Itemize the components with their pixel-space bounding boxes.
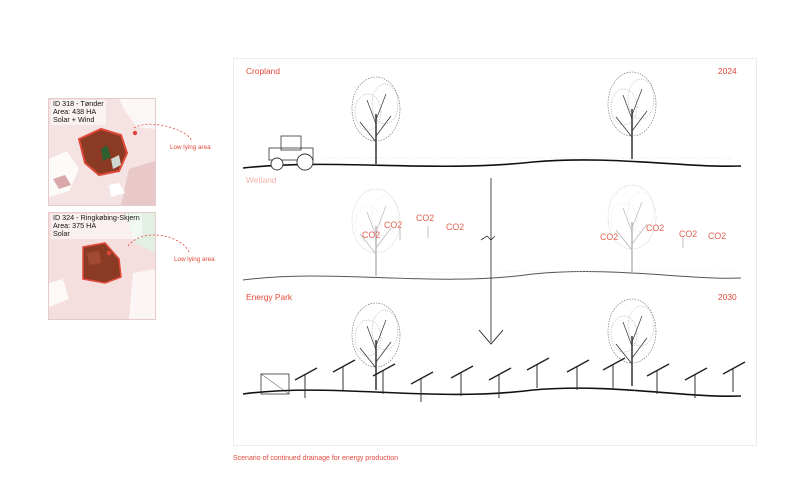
solar-panel [602, 357, 626, 389]
site-id: ID 318 - Tønder [53, 99, 104, 108]
low-lying-label: Low lying area [170, 144, 211, 151]
co2-label: CO2 [600, 232, 619, 242]
solar-panel [566, 359, 590, 391]
solar-panel [684, 367, 708, 399]
site-type: Solar [53, 229, 70, 239]
solar-panel [410, 371, 434, 403]
co2-label: CO2 [362, 230, 381, 240]
co2-label: CO2 [679, 229, 698, 239]
energy-park-ground [242, 387, 742, 397]
site-area: Area: 375 HA [53, 221, 97, 231]
site-type: Solar + Wind [53, 115, 95, 125]
row-label-energy-park: Energy Park [246, 292, 293, 302]
co2-label: CO2 [446, 222, 465, 232]
wetland-ground [242, 271, 742, 281]
tree [607, 298, 657, 387]
tree [351, 76, 401, 165]
bird-icon [480, 235, 496, 241]
wind-frame [260, 373, 290, 395]
scenario-illustration [242, 71, 746, 403]
scenario-panel [233, 58, 757, 446]
tree [607, 71, 657, 160]
solar-panel [450, 365, 474, 397]
co2-label: CO2 [708, 231, 727, 241]
site-map-ringkobing-skjern: ID 324 - Ringkøbing-Skjern Area: 375 HA … [48, 212, 156, 320]
row-year-2030: 2030 [718, 292, 737, 302]
solar-panel [722, 361, 746, 393]
tractor-icon [268, 135, 314, 171]
figure-caption: Scenario of continued drainage for energ… [233, 455, 398, 462]
solar-panel [526, 357, 550, 389]
co2-label: CO2 [646, 223, 665, 233]
site-map-info: ID 318 - Tønder Area: 438 HA Solar + Win… [51, 99, 106, 125]
cropland-ground [242, 159, 742, 169]
co2-label: CO2 [384, 220, 403, 230]
site-id: ID 324 - Ringkøbing-Skjern [53, 213, 140, 222]
solar-panel [294, 367, 318, 399]
site-area: Area: 438 HA [53, 107, 97, 117]
tree [351, 302, 401, 391]
transition-arrow [478, 178, 504, 345]
co2-label: CO2 [416, 213, 435, 223]
site-map-info: ID 324 - Ringkøbing-Skjern Area: 375 HA … [51, 213, 142, 239]
row-year-2024: 2024 [718, 66, 737, 76]
row-label-wetland: Wetland [246, 175, 277, 185]
row-label-cropland: Cropland [246, 66, 280, 76]
solar-panel [332, 359, 356, 391]
site-map-tonder: ID 318 - Tønder Area: 438 HA Solar + Win… [48, 98, 156, 206]
low-lying-label: Low lying area [174, 256, 215, 263]
solar-panel [646, 363, 670, 395]
